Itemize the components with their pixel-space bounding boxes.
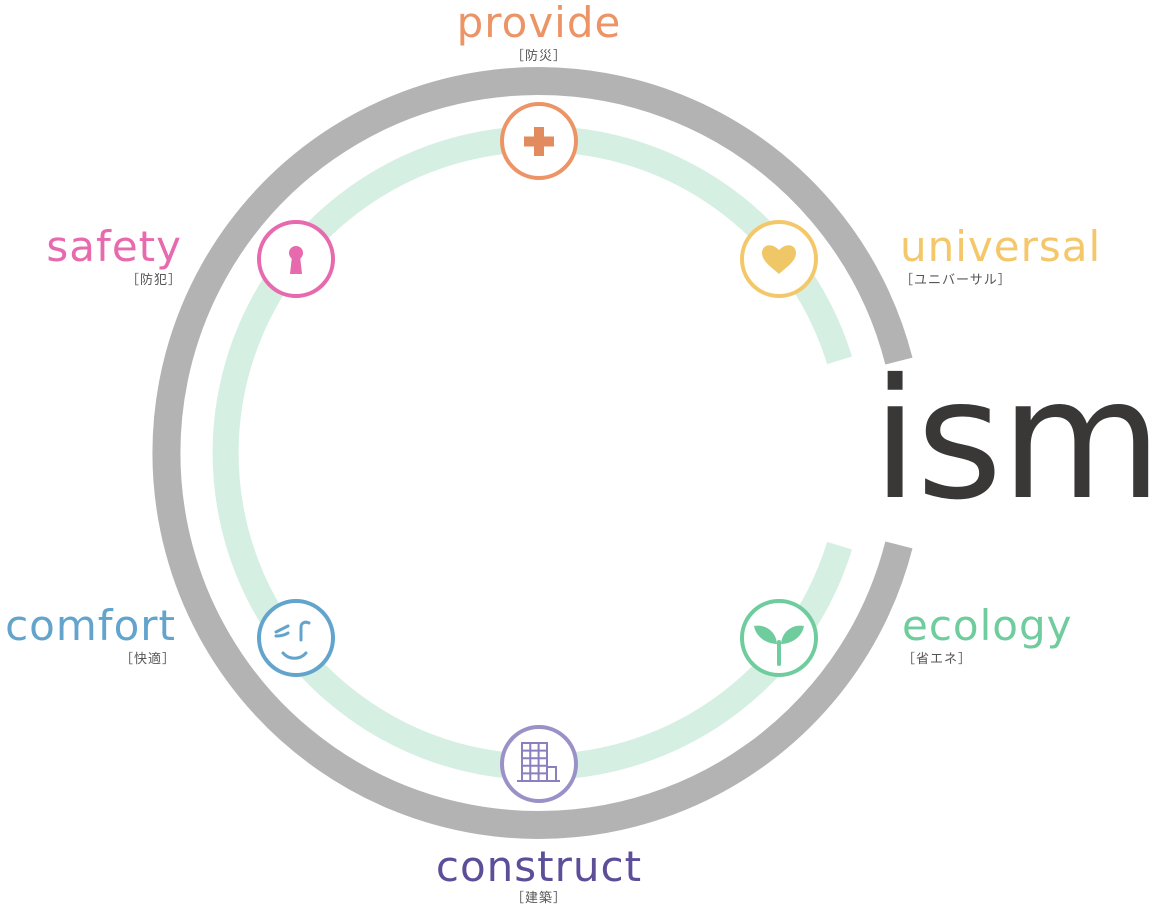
provide-node[interactable]: [500, 102, 578, 180]
comfort-subtitle: ［快適］: [119, 652, 176, 667]
universal-title: universal: [900, 222, 1102, 271]
sprout-icon: [754, 625, 804, 666]
construct-label: construct ［建築］: [389, 846, 689, 905]
ecology-node[interactable]: [740, 599, 818, 677]
ecology-label: ecology ［省エネ］: [902, 601, 1073, 667]
universal-subtitle: ［ユニバーサル］: [900, 273, 1012, 288]
outer-ring: [152, 67, 913, 839]
heart-icon: [762, 245, 796, 274]
safety-title: safety: [46, 222, 182, 271]
universal-node[interactable]: [740, 220, 818, 298]
universal-label: universal ［ユニバーサル］: [900, 222, 1102, 288]
comfort-label: comfort ［快適］: [0, 601, 176, 667]
ecology-subtitle: ［省エネ］: [902, 652, 973, 667]
provide-label: provide ［防災］: [439, 0, 639, 64]
comfort-node[interactable]: [257, 599, 335, 677]
comfort-title: comfort: [5, 601, 176, 650]
smiley-icon: [274, 620, 311, 660]
cross-icon: [524, 127, 554, 156]
building-icon: [517, 742, 560, 782]
ecology-title: ecology: [902, 601, 1073, 650]
construct-subtitle: ［建築］: [510, 891, 567, 905]
safety-node[interactable]: [257, 220, 335, 298]
construct-title: construct: [435, 842, 643, 891]
construct-node[interactable]: [500, 725, 578, 803]
provide-title: provide: [456, 0, 622, 47]
safety-label: safety ［防犯］: [0, 222, 182, 288]
inner-ring: [212, 126, 853, 780]
safety-subtitle: ［防犯］: [125, 273, 182, 288]
provide-subtitle: ［防災］: [510, 49, 567, 64]
center-word: ism: [872, 344, 1162, 537]
keyhole-icon: [289, 246, 303, 274]
